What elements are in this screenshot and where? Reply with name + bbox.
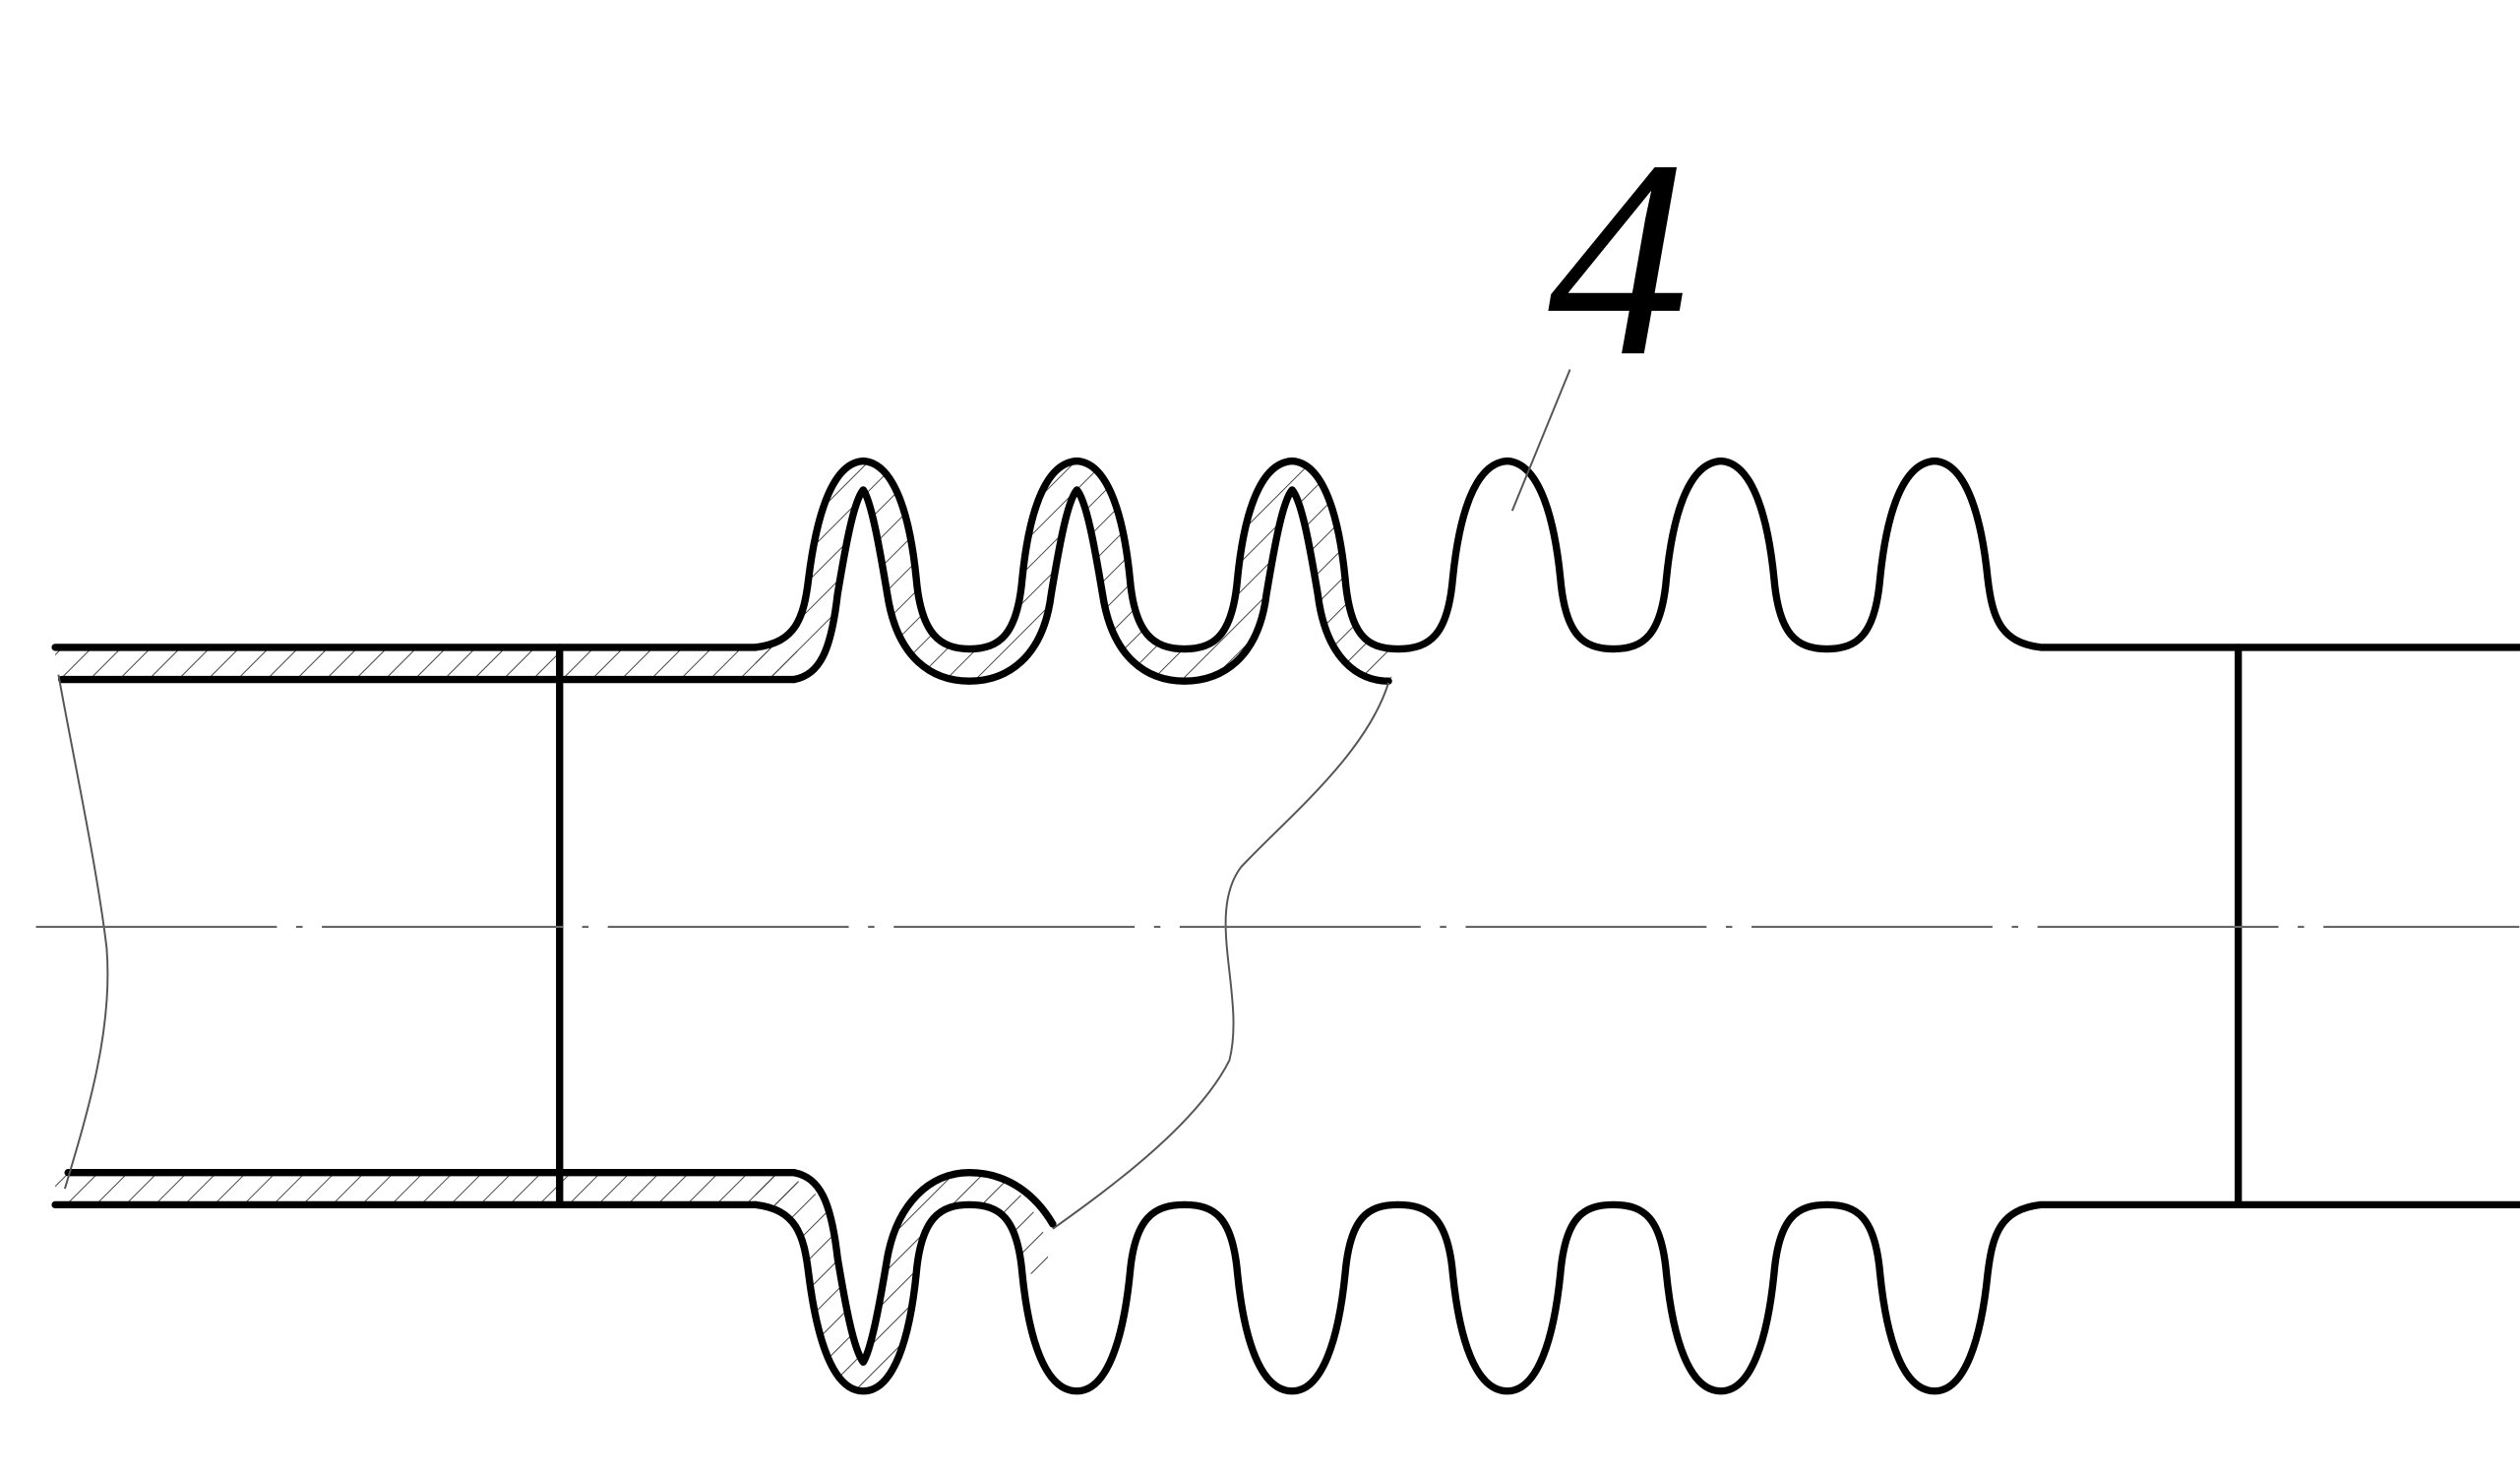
section-break-line bbox=[1052, 682, 1390, 1230]
upper-bellows-outer-profile bbox=[752, 457, 2520, 653]
lower-bellows-inner-profile bbox=[790, 1169, 1057, 1367]
lower-tube-wall-hatch bbox=[55, 1171, 798, 1205]
upper-tube-wall-hatch bbox=[55, 646, 798, 680]
callout-leader-line bbox=[1510, 369, 1571, 512]
lower-bellows-outer-profile bbox=[752, 1200, 2520, 1395]
upper-bellows-inner-profile bbox=[790, 486, 1392, 685]
hatched-section bbox=[55, 646, 798, 1205]
thin-lines bbox=[57, 369, 1571, 1230]
part-outline bbox=[51, 457, 2520, 1395]
upper-bellows-section-band bbox=[755, 460, 1392, 682]
callout-label-4: 4 bbox=[1548, 102, 1690, 415]
left-break-line bbox=[57, 674, 109, 1190]
